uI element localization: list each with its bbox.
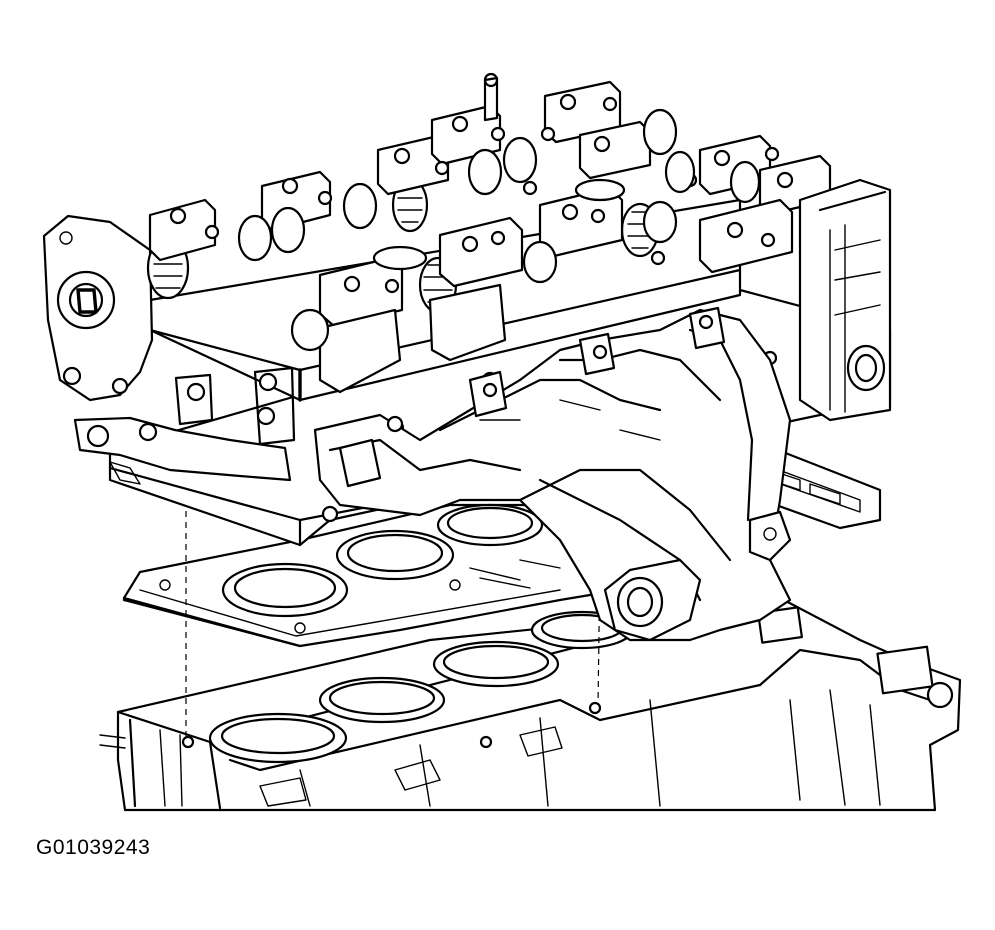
bearing-cap-bolts: [169, 93, 794, 294]
figure-id-label: G01039243: [36, 836, 151, 859]
dowel-pin: [588, 701, 602, 715]
dowel-pin: [479, 735, 493, 749]
camshaft-lobes: [237, 108, 761, 352]
block-cylinder-bores: [208, 610, 634, 764]
exhaust-manifold: [313, 306, 792, 642]
engine-block: [99, 596, 962, 812]
dowel-pin: [181, 735, 195, 749]
